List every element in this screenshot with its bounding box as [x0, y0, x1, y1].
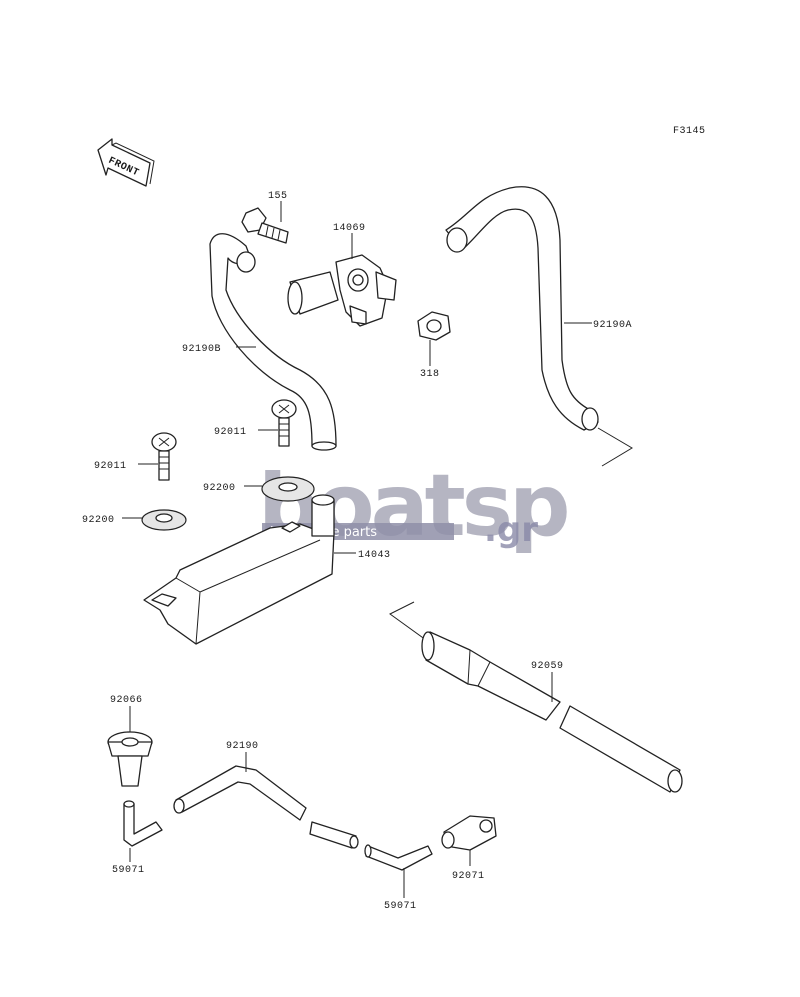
label-92066: 92066 [110, 695, 143, 706]
label-92071: 92071 [452, 871, 485, 882]
tube-92059 [389, 601, 683, 793]
label-14043: 14043 [358, 550, 391, 561]
label-14069: 14069 [333, 223, 366, 234]
screw-92011-lower [151, 432, 177, 481]
bolt-155 [241, 207, 289, 244]
washer-92200-lower [141, 509, 187, 531]
label-92011-upper: 92011 [214, 427, 247, 438]
fitting-92071 [441, 815, 497, 851]
valve-14069 [287, 254, 397, 327]
washer-92200-upper [261, 476, 315, 502]
label-92190A: 92190A [593, 320, 632, 331]
label-59071-right: 59071 [384, 901, 417, 912]
hose-92190A [445, 186, 633, 467]
label-92011-lower: 92011 [94, 461, 127, 472]
label-92200-lower: 92200 [82, 515, 115, 526]
screw-92011-upper [271, 399, 297, 447]
label-92190B: 92190B [182, 344, 221, 355]
figure-code: F3145 [673, 126, 706, 137]
label-155: 155 [268, 191, 288, 202]
label-59071-left: 59071 [112, 865, 145, 876]
label-92190: 92190 [226, 741, 259, 752]
elbow-59071-left [123, 800, 163, 847]
front-arrow-icon: FRONT [97, 138, 155, 187]
nut-318 [417, 311, 451, 341]
grommet-92066 [107, 731, 153, 787]
label-318: 318 [420, 369, 440, 380]
label-92200-upper: 92200 [203, 483, 236, 494]
elbow-59071-right [364, 844, 433, 871]
bracket-14043 [143, 494, 335, 645]
hose-92190B [209, 233, 337, 451]
hose-92190 [173, 765, 359, 849]
label-92059: 92059 [531, 661, 564, 672]
watermark-domain: .gr [484, 510, 538, 550]
